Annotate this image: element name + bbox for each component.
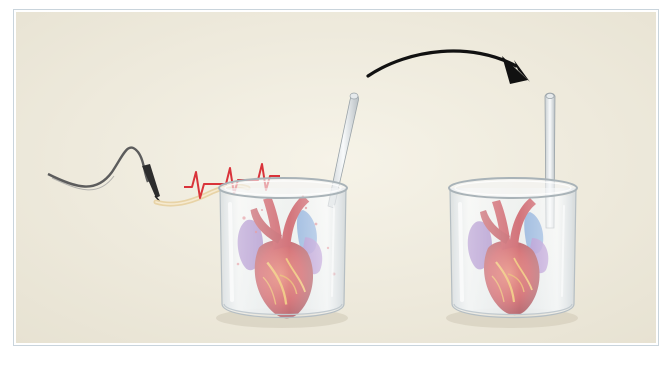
figure-panel: [14, 10, 658, 345]
experiment-diagram: [16, 12, 656, 343]
